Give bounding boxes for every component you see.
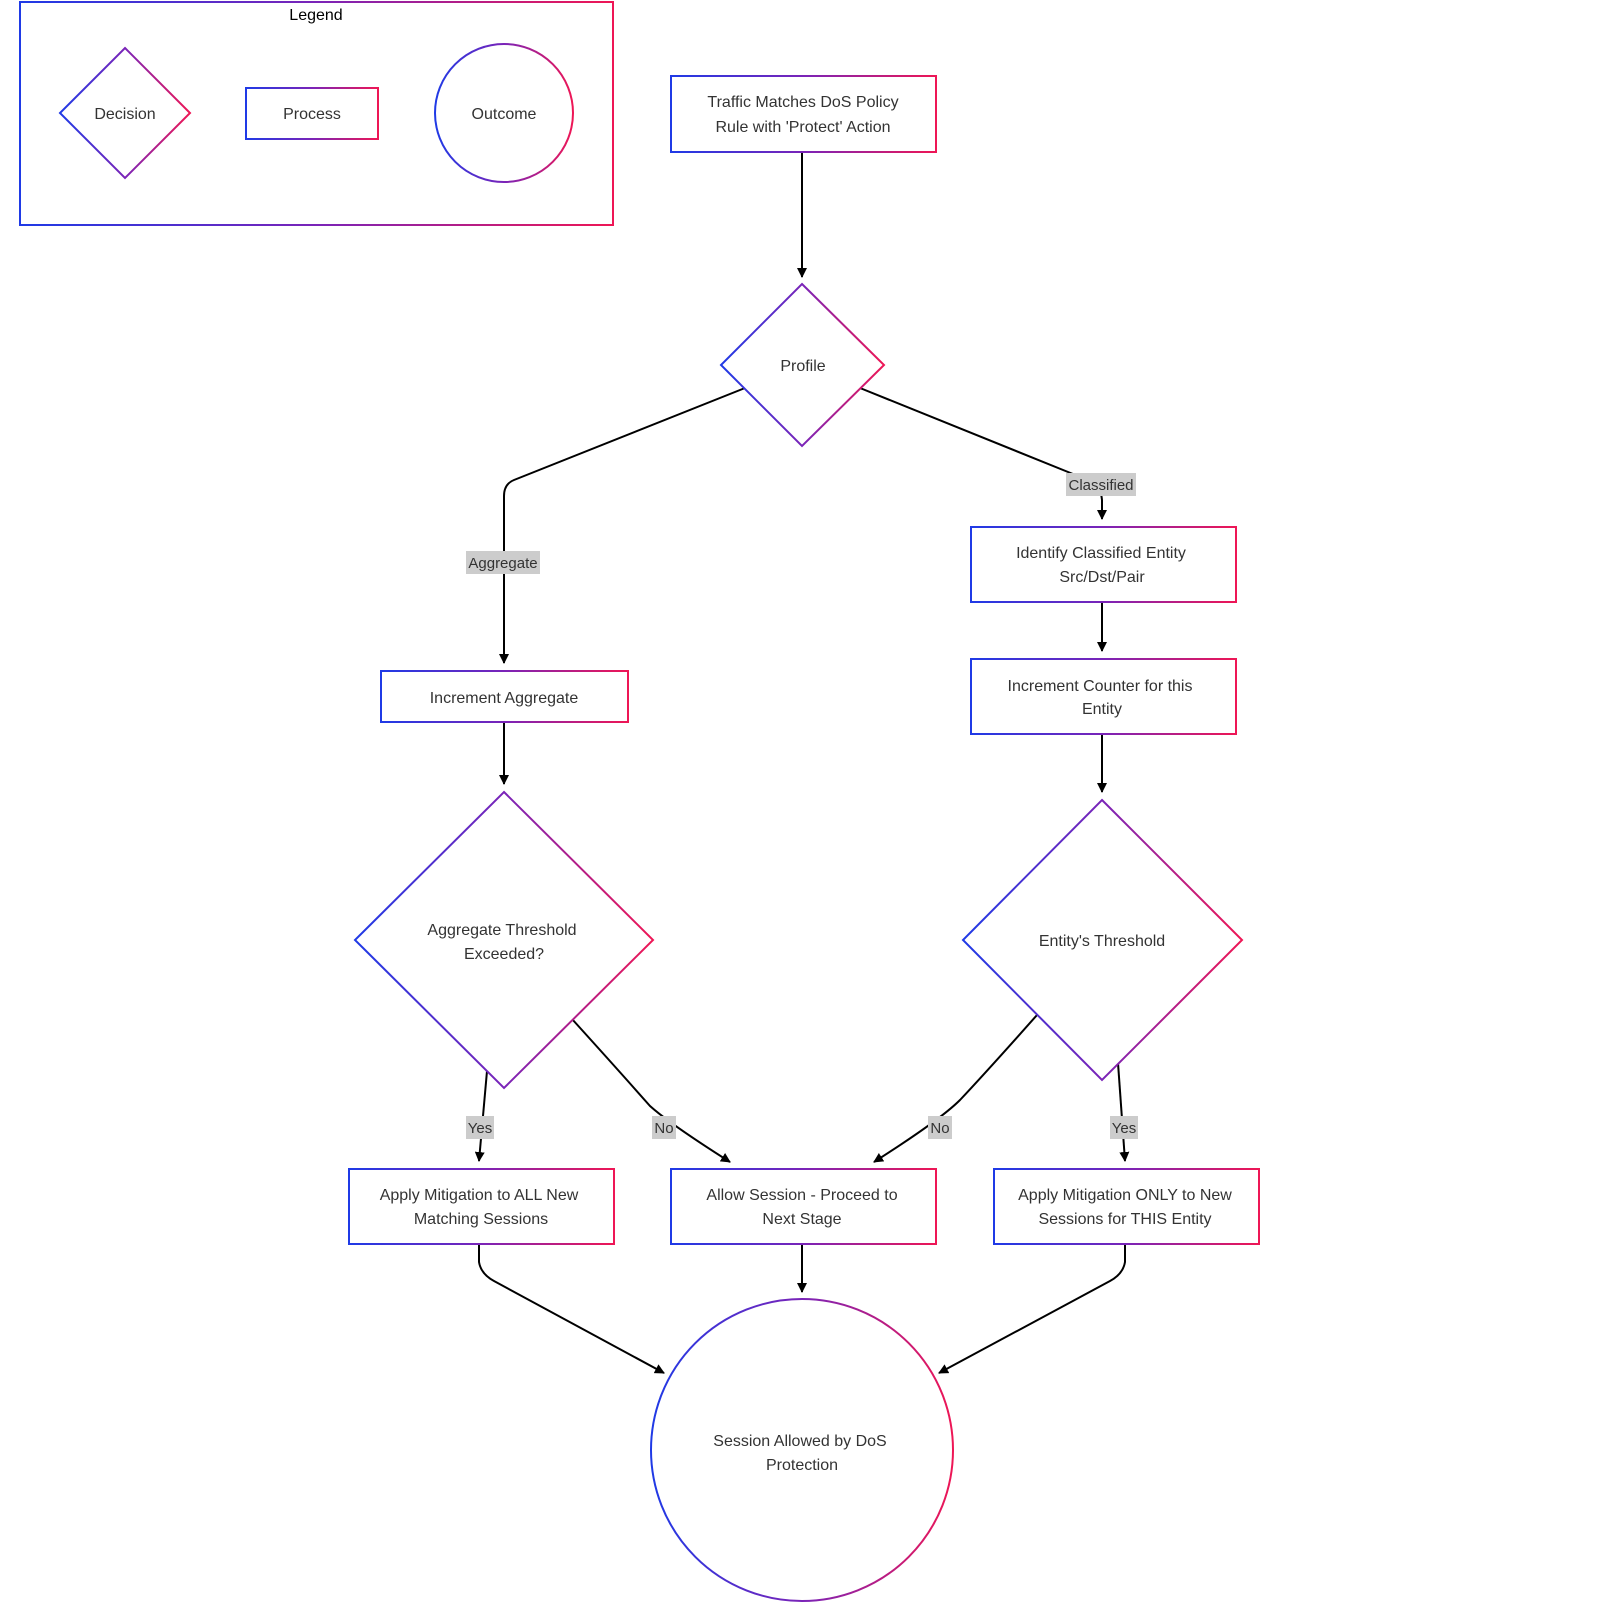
legend-outcome-label: Outcome xyxy=(472,106,537,123)
identify-entity-line-2: Src/Dst/Pair xyxy=(1059,569,1145,586)
edge-label-classified: Classified xyxy=(1068,477,1133,494)
start-process-line-1: Traffic Matches DoS Policy xyxy=(707,94,898,111)
identify-entity-box xyxy=(970,526,1237,603)
mitigate-entity-box xyxy=(993,1168,1260,1245)
profile-decision-label: Profile xyxy=(780,358,825,375)
legend-title: Legend xyxy=(289,7,342,24)
entity-threshold-label: Entity's Threshold xyxy=(1039,933,1165,950)
legend-process-label: Process xyxy=(283,106,341,123)
edge-entity-no xyxy=(873,1014,1038,1163)
edge-label-aggregate-bg xyxy=(466,551,540,574)
mitigate-all-line-1: Apply Mitigation to ALL New xyxy=(380,1187,579,1204)
legend-process-shape xyxy=(245,87,379,140)
aggregate-threshold-decision-shape xyxy=(353,790,655,1090)
edge-label-no-right: No xyxy=(930,1120,949,1137)
mitigate-all-box xyxy=(348,1168,615,1245)
edge-label-yes-left: Yes xyxy=(468,1120,492,1137)
edge-aggregate-no xyxy=(571,1018,731,1163)
profile-decision-shape xyxy=(719,282,886,448)
edge-labels: Aggregate Classified Yes No No Yes xyxy=(466,473,1138,1139)
increment-aggregate-box xyxy=(380,670,629,723)
allow-session-line-2: Next Stage xyxy=(762,1211,841,1228)
allow-session-line-1: Allow Session - Proceed to xyxy=(706,1187,897,1204)
edge-label-classified-bg xyxy=(1066,473,1136,496)
edge-label-yes-right-bg xyxy=(1110,1116,1138,1139)
edge-profile-to-increment-aggregate xyxy=(499,387,746,664)
start-process-line-2: Rule with 'Protect' Action xyxy=(715,119,890,136)
nodes: Traffic Matches DoS Policy Rule with 'Pr… xyxy=(348,75,1260,1602)
increment-counter-line-2: Entity xyxy=(1082,701,1122,718)
legend-frame xyxy=(19,1,614,226)
legend-outcome-shape xyxy=(434,43,574,183)
session-allowed-line-1: Session Allowed by DoS xyxy=(713,1433,886,1450)
edge-mitigate-entity-to-outcome xyxy=(938,1243,1126,1374)
mitigate-all-line-2: Matching Sessions xyxy=(414,1211,548,1228)
increment-aggregate-label: Increment Aggregate xyxy=(430,690,579,707)
edge-profile-to-identify-entity xyxy=(859,387,1107,520)
legend: Legend Decision Process Outcome xyxy=(19,1,614,226)
edges xyxy=(474,152,1130,1374)
edge-label-aggregate: Aggregate xyxy=(468,555,537,572)
identify-entity-line-1: Identify Classified Entity xyxy=(1016,545,1186,562)
edge-mitigate-all-to-outcome xyxy=(478,1243,665,1374)
session-allowed-line-2: Protection xyxy=(766,1457,838,1474)
aggregate-threshold-line-1: Aggregate Threshold xyxy=(427,922,576,939)
edge-label-yes-left-bg xyxy=(466,1116,494,1139)
aggregate-threshold-line-2: Exceeded? xyxy=(464,946,544,963)
legend-decision-label: Decision xyxy=(94,106,155,123)
legend-decision-shape xyxy=(58,46,192,180)
mitigate-entity-line-2: Sessions for THIS Entity xyxy=(1038,1211,1211,1228)
allow-session-box xyxy=(670,1168,937,1245)
entity-threshold-decision-shape xyxy=(961,798,1244,1082)
increment-counter-box xyxy=(970,658,1237,735)
increment-counter-line-1: Increment Counter for this xyxy=(1008,678,1193,695)
session-allowed-outcome-shape xyxy=(650,1298,954,1602)
edge-label-no-right-bg xyxy=(928,1116,952,1139)
edge-entity-yes xyxy=(1117,1062,1130,1162)
edge-label-no-left-bg xyxy=(652,1116,676,1139)
mitigate-entity-line-1: Apply Mitigation ONLY to New xyxy=(1018,1187,1232,1204)
edge-label-yes-right: Yes xyxy=(1112,1120,1136,1137)
edge-label-no-left: No xyxy=(654,1120,673,1137)
start-process-box xyxy=(670,75,937,153)
